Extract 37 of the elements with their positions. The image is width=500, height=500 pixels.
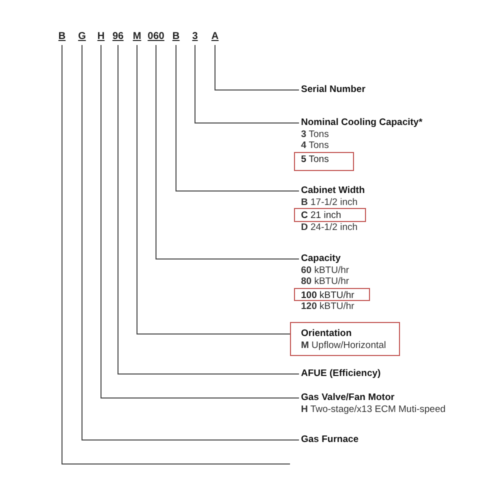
field-heading: Orientation [301,328,353,340]
leader-line [194,44,300,124]
leader-line [176,44,300,192]
leader-line [156,44,300,260]
field-heading: Gas Furnace [301,434,359,446]
field-heading: Gas Valve/Fan Motor [301,392,396,404]
highlight-box: C 21 inch [294,208,366,222]
code-letter: B [58,31,66,43]
highlight-box [290,322,400,356]
highlight-box: 5 Tons [294,152,354,170]
option-text: D 24-1/2 inch [301,222,359,234]
field-heading: Serial Number [301,84,366,96]
leader-line [62,44,290,464]
option-text: 120 kBTU/hr [301,300,356,312]
option-text: 4 Tons [301,140,330,152]
field-heading: Cabinet Width [301,185,366,196]
option-text: 80 kBTU/hr [301,276,350,288]
code-letter: B [172,31,180,43]
field-heading: Nominal Cooling Capacity* [301,117,422,128]
code-letter: A [211,31,219,43]
option-text: H Two-stage/x13 ECM Muti-speed [301,404,446,415]
code-letter: M [132,31,142,43]
leader-line [136,44,290,334]
field-heading: AFUE (Efficiency) [301,368,381,380]
option-text: 60 kBTU/hr [301,264,350,276]
code-letter: 96 [112,31,124,43]
code-letter: 3 [192,31,198,43]
code-letter: G [78,31,86,43]
option-text: 3 Tons [301,128,330,140]
field-heading: Capacity [301,253,342,264]
highlight-box: 100 kBTU/hr [294,288,370,300]
option-text: B 17-1/2 inch [301,196,359,208]
code-letter: H [97,31,105,43]
leader-line [82,44,300,440]
code-letter: 060 [148,31,164,43]
leader-line [214,44,300,90]
option-text: M Upflow/Horizontal [301,340,386,351]
